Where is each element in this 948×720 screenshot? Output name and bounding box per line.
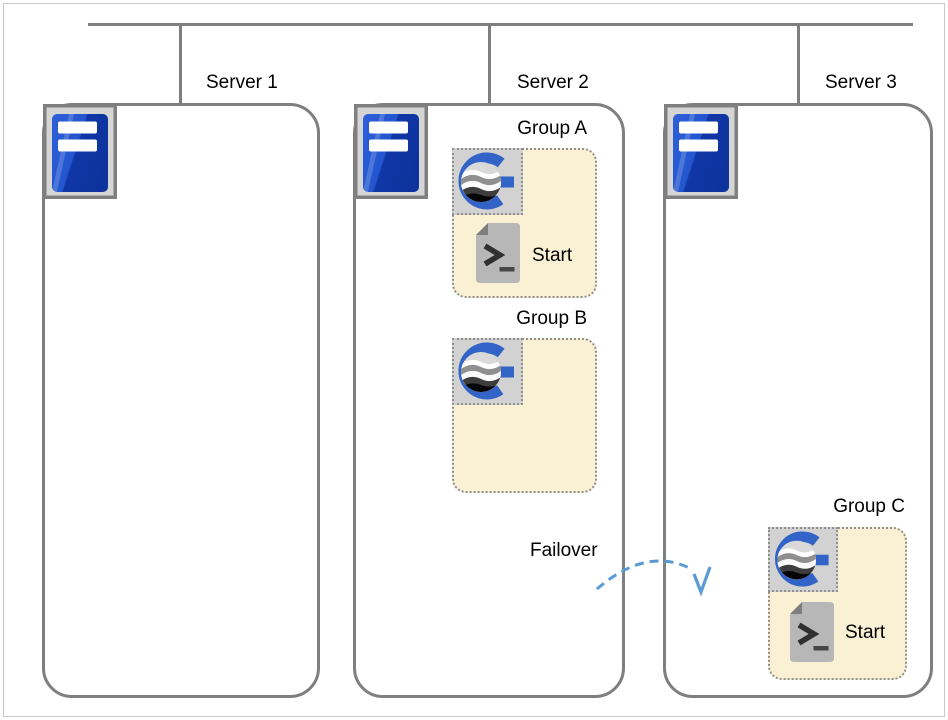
- group-logo-tile: [768, 527, 838, 592]
- group-c-label: Group C: [833, 496, 905, 517]
- network-bus-line: [88, 23, 913, 26]
- group-a-start-label: Start: [532, 245, 573, 266]
- server-1-label: Server 1: [206, 72, 278, 93]
- server-icon: [664, 104, 738, 199]
- group-b-label: Group B: [516, 308, 587, 329]
- cluster-group-logo-icon: [773, 531, 834, 589]
- server-3-label: Server 3: [825, 72, 897, 93]
- server-icon: [354, 104, 428, 199]
- group-c-start-label: Start: [845, 622, 886, 643]
- group-a-label: Group A: [517, 118, 587, 139]
- cluster-group-logo-icon: [457, 342, 519, 402]
- group-logo-tile: [452, 148, 523, 215]
- start-script-icon: [789, 601, 835, 663]
- failover-label: Failover: [530, 540, 598, 561]
- cluster-group-logo-icon: [457, 152, 519, 212]
- start-script-icon: [475, 222, 521, 284]
- server-2-label: Server 2: [517, 72, 589, 93]
- network-drop-server-2: [488, 23, 491, 103]
- server-icon: [43, 104, 117, 199]
- server-1-box: [42, 103, 320, 698]
- network-drop-server-3: [797, 23, 800, 103]
- group-logo-tile: [452, 338, 523, 405]
- network-drop-server-1: [179, 23, 182, 103]
